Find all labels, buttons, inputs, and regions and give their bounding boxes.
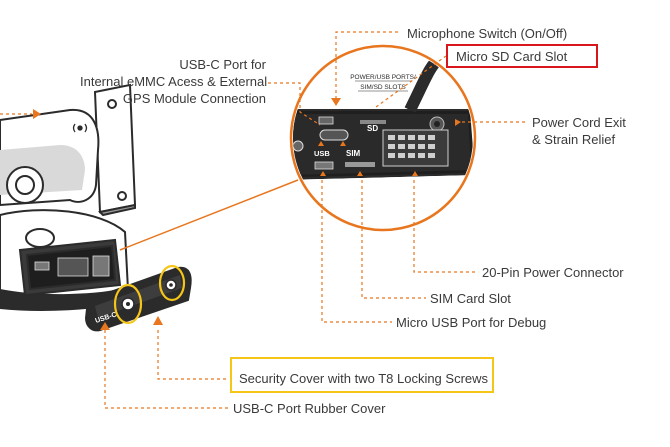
panel-sim-label: SIM [346,149,361,158]
panel-sd-label: SD [367,124,378,133]
zoom-connector-line [119,179,299,251]
label-usbc-port-line2: Internal eMMC Acess & External [80,74,268,89]
label-power-cord-line1: Power Cord Exit [532,115,626,130]
label-usbc-rubber-cover: USB-C Port Rubber Cover [233,401,386,416]
panel-header-line1: POWER/USB PORTS/ [350,74,416,81]
label-power-cord-line2: & Strain Relief [532,132,616,147]
label-usbc-port-line3: GPS Module Connection [122,91,266,106]
label-security-cover: Security Cover with two T8 Locking Screw… [239,371,489,386]
label-micro-sd-slot: Micro SD Card Slot [456,49,568,64]
mount-bracket [0,83,137,217]
panel-header-line2: SIM/SD SLOTS [360,84,406,91]
label-microphone-switch: Microphone Switch (On/Off) [407,26,568,41]
panel-usb-label: USB [314,149,330,158]
leader-arrows [33,98,341,330]
label-usbc-port-line1: USB-C Port for [179,57,266,72]
screw-highlight-right [158,264,186,302]
security-cover-highlight-box [230,357,494,393]
label-sim-card-slot: SIM Card Slot [430,291,511,306]
camera-body [0,209,130,311]
label-micro-usb-debug: Micro USB Port for Debug [396,315,547,330]
micro-sd-highlight-box [446,44,598,68]
leader-lines [0,31,528,409]
signal-mark-icon [72,123,88,133]
label-20pin-connector: 20-Pin Power Connector [482,265,624,280]
screw-highlight-left [113,283,143,325]
